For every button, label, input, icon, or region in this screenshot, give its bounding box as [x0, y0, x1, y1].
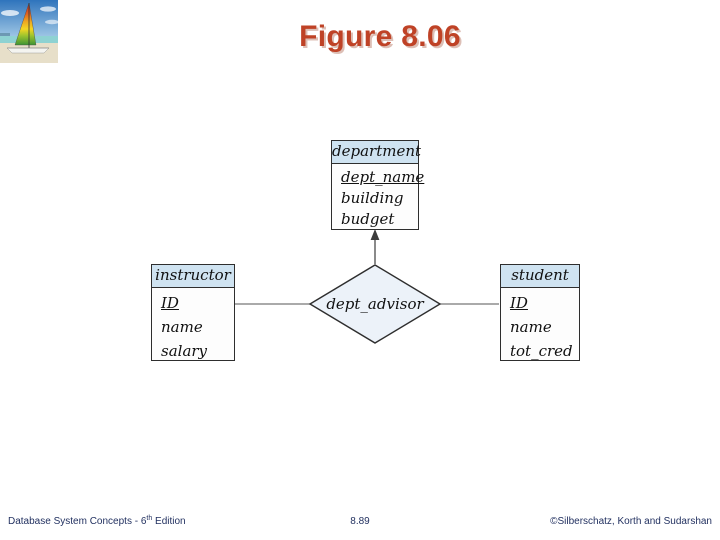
logo-cloud: [1, 10, 19, 16]
attribute-id: ID: [161, 294, 179, 312]
logo-rainbow-sail: [14, 2, 37, 46]
entity-instructor-name: instructor: [152, 265, 234, 288]
relationship-diamond: [308, 264, 442, 344]
footer-edition-suffix: Edition: [152, 516, 186, 527]
footer-page-number: 8.89: [350, 516, 370, 527]
logo-cloud: [45, 19, 58, 25]
entity-instructor: instructor ID name salary: [151, 264, 235, 361]
logo-cloud: [40, 6, 56, 12]
attribute-id: ID: [510, 294, 528, 312]
attribute-salary: salary: [161, 342, 208, 360]
entity-student-name: student: [501, 265, 579, 288]
arrowhead-to-department-icon: [370, 229, 380, 240]
attribute-name: name: [510, 318, 552, 336]
footer-edition-superscript: th: [146, 515, 153, 522]
entity-department-name: department: [332, 141, 421, 164]
entity-department: department dept_name building budget: [331, 140, 425, 230]
slide-title: Figure 8.06: [299, 20, 461, 53]
entity-student-attributes: ID name tot_cred: [501, 288, 579, 363]
entity-department-attributes: dept_name building budget: [332, 164, 425, 230]
footer-book-title-text: Database System Concepts - 6: [8, 516, 147, 527]
relationship-label: dept_advisor: [326, 295, 424, 313]
entity-instructor-attributes: ID name salary: [152, 288, 234, 363]
slide-footer: Database System Concepts - 6th Edition 8…: [8, 515, 712, 527]
footer-copyright: ©Silberschatz, Korth and Sudarshan: [550, 516, 712, 527]
logo-distant-land: [0, 33, 10, 38]
attribute-budget: budget: [341, 210, 395, 228]
attribute-dept-name: dept_name: [341, 168, 425, 186]
attribute-tot-cred: tot_cred: [510, 342, 573, 360]
entity-student: student ID name tot_cred: [500, 264, 580, 361]
sailboat-logo: [0, 0, 58, 63]
footer-book-title: Database System Concepts - 6th Edition: [8, 515, 320, 527]
attribute-name: name: [161, 318, 203, 336]
attribute-building: building: [341, 189, 404, 207]
